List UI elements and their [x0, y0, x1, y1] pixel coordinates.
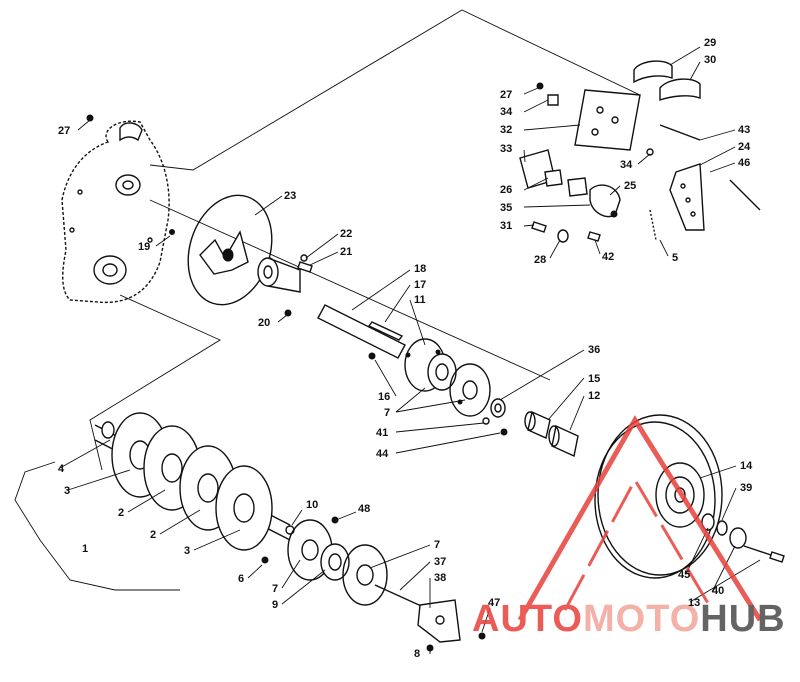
callout-2b: 2 [150, 529, 156, 541]
callout-30: 30 [704, 54, 716, 66]
group-bracket [14, 461, 180, 591]
callout-4: 4 [58, 463, 65, 475]
callout-leaders [59, 46, 761, 654]
watermark-text: AUTOMOTOHUB [472, 598, 786, 640]
callout-46: 46 [738, 157, 750, 169]
watermark-triangle [517, 415, 763, 622]
callout-numbers: 29 30 27 34 32 43 33 34 24 46 26 25 35 3… [58, 37, 753, 660]
callout-22: 22 [340, 228, 352, 240]
callout-26: 26 [500, 184, 512, 196]
callout-36: 36 [588, 344, 600, 356]
callout-41: 41 [376, 427, 388, 439]
callout-27: 27 [500, 89, 512, 101]
callout-43: 43 [738, 124, 750, 136]
callout-15: 15 [588, 373, 600, 385]
callout-18: 18 [414, 263, 426, 275]
callout-29: 29 [704, 37, 716, 49]
callout-35: 35 [500, 202, 512, 214]
watermark-moto: MOTO [583, 598, 700, 640]
callout-27b: 27 [58, 125, 70, 137]
callout-3a: 3 [64, 485, 70, 497]
callout-47: 47 [488, 597, 500, 609]
callout-13: 13 [688, 597, 700, 609]
callout-34: 34 [500, 106, 513, 118]
callout-28: 28 [534, 254, 546, 266]
chaincase-housing [61, 114, 170, 304]
callout-23: 23 [284, 190, 296, 202]
bearing-flange-upper [368, 338, 508, 436]
callout-42: 42 [602, 251, 614, 263]
callout-37: 37 [434, 556, 446, 568]
callout-14: 14 [740, 460, 753, 472]
drive-axle-sprockets [94, 412, 291, 551]
callout-7a: 7 [384, 407, 390, 419]
automotohub-watermark: AUTOMOTOHUB [472, 415, 786, 640]
drive-sprocket-plate [169, 194, 273, 306]
callout-12: 12 [588, 390, 600, 402]
callout-5: 5 [672, 252, 678, 264]
watermark-auto: AUTO [472, 598, 583, 640]
brake-caliper-assembly [519, 60, 761, 243]
callout-7b: 7 [272, 583, 278, 595]
callout-31: 31 [500, 220, 512, 232]
callout-20: 20 [258, 317, 270, 329]
callout-25: 25 [624, 180, 636, 192]
callout-3b: 3 [184, 545, 190, 557]
callout-19: 19 [138, 241, 150, 253]
callout-6: 6 [238, 573, 244, 585]
callout-8: 8 [414, 648, 420, 660]
callout-40: 40 [712, 585, 724, 597]
sprocket-hub [257, 254, 313, 317]
spacer-tubes [524, 411, 579, 458]
callout-1: 1 [82, 543, 88, 555]
lower-bearing-group [261, 516, 486, 652]
frame-lines [89, 9, 641, 471]
callout-39: 39 [740, 482, 752, 494]
callout-21: 21 [340, 246, 352, 258]
callout-44: 44 [376, 448, 389, 460]
watermark-hub: HUB [700, 598, 785, 640]
callout-7c: 7 [434, 539, 440, 551]
callout-16: 16 [378, 391, 390, 403]
callout-17: 17 [414, 279, 426, 291]
callout-24: 24 [738, 141, 751, 153]
callout-38: 38 [434, 572, 446, 584]
callout-11: 11 [414, 294, 426, 306]
callout-2a: 2 [118, 507, 124, 519]
jackshaft-tube [317, 304, 406, 359]
callout-9: 9 [272, 599, 278, 611]
callout-34b: 34 [620, 159, 633, 171]
callout-10: 10 [306, 499, 318, 511]
callout-32: 32 [500, 124, 512, 136]
callout-33: 33 [500, 143, 512, 155]
callout-45: 45 [678, 569, 690, 581]
callout-48: 48 [358, 503, 370, 515]
upper-shaft-axis [149, 199, 551, 381]
